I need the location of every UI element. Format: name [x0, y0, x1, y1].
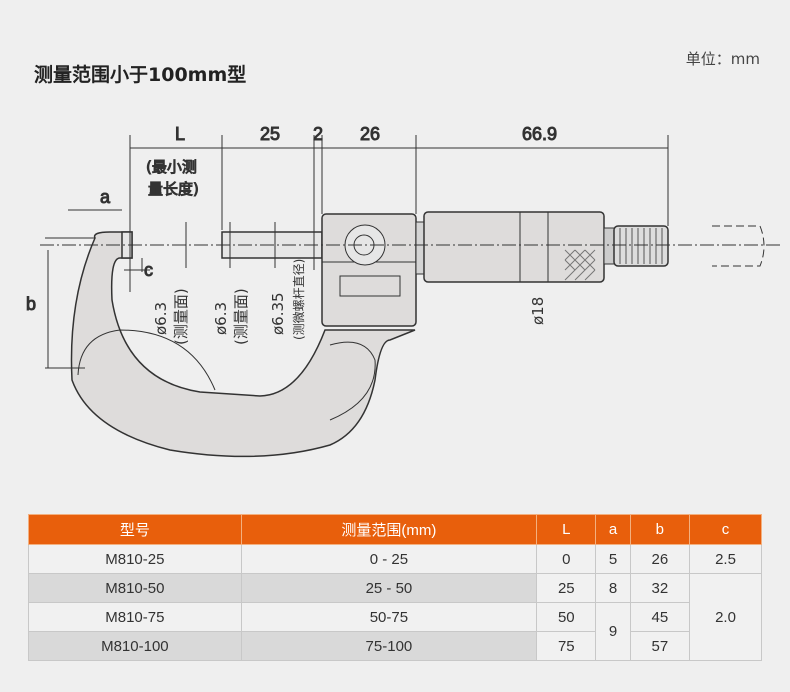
- col-L: L: [536, 514, 597, 545]
- dim-66.9: 66.9: [522, 124, 557, 144]
- dim-26: 26: [360, 124, 380, 144]
- dim-phi-thimble: ø18: [529, 297, 547, 325]
- col-model: 型号: [28, 514, 242, 545]
- cell: M810-50: [28, 573, 242, 603]
- cell: 9: [595, 602, 631, 661]
- dim-a: a: [100, 187, 111, 207]
- cell: 0 - 25: [240, 544, 538, 574]
- min-length-note: (最小测: [146, 158, 197, 176]
- page-title: 测量范围小于100mm型: [34, 64, 247, 86]
- cell: 75-100: [240, 631, 538, 661]
- spindle-note: (测微螺杆直径): [292, 259, 306, 340]
- col-range: 测量范围(mm): [240, 514, 538, 545]
- dim-phi-anvil: ø6.3: [152, 302, 170, 335]
- cell: M810-75: [28, 602, 242, 632]
- dim-b: b: [26, 294, 36, 314]
- cell: 25: [536, 573, 597, 603]
- table-header: 型号 测量范围(mm) L a b c: [28, 514, 762, 545]
- cell: 2.5: [689, 544, 762, 574]
- dim-phi-spindle-face: ø6.3: [212, 302, 230, 335]
- cell: 50-75: [240, 602, 538, 632]
- cell: 50: [536, 602, 597, 632]
- cell: 57: [629, 631, 691, 661]
- dim-c: c: [144, 260, 153, 280]
- cell: 25 - 50: [240, 573, 538, 603]
- dim-25: 25: [260, 124, 280, 144]
- col-b: b: [629, 514, 691, 545]
- dim-phi-spindle: ø6.35: [269, 292, 287, 335]
- col-a: a: [595, 514, 631, 545]
- cell: 0: [536, 544, 597, 574]
- micrometer-drawing: L 25 2 26 66.9 a b c (最小测 量长度) ø6.3 (测量面…: [26, 124, 780, 458]
- unit-label: 单位：mm: [685, 50, 760, 68]
- cell: 32: [629, 573, 691, 603]
- dim-L: L: [175, 124, 185, 144]
- cell: 26: [629, 544, 691, 574]
- face-note-1: (测量面): [172, 288, 190, 345]
- cell: 8: [595, 573, 631, 603]
- cell: 2.0: [689, 573, 762, 661]
- cell: 45: [629, 602, 691, 632]
- cell: M810-25: [28, 544, 242, 574]
- min-length-note-2: 量长度): [148, 180, 199, 198]
- cell: M810-100: [28, 631, 242, 661]
- dim-2: 2: [313, 124, 323, 144]
- cell: 5: [595, 544, 631, 574]
- cell: 75: [536, 631, 597, 661]
- face-note-2: (测量面): [232, 288, 250, 345]
- col-c: c: [689, 514, 762, 545]
- frame: [70, 231, 416, 458]
